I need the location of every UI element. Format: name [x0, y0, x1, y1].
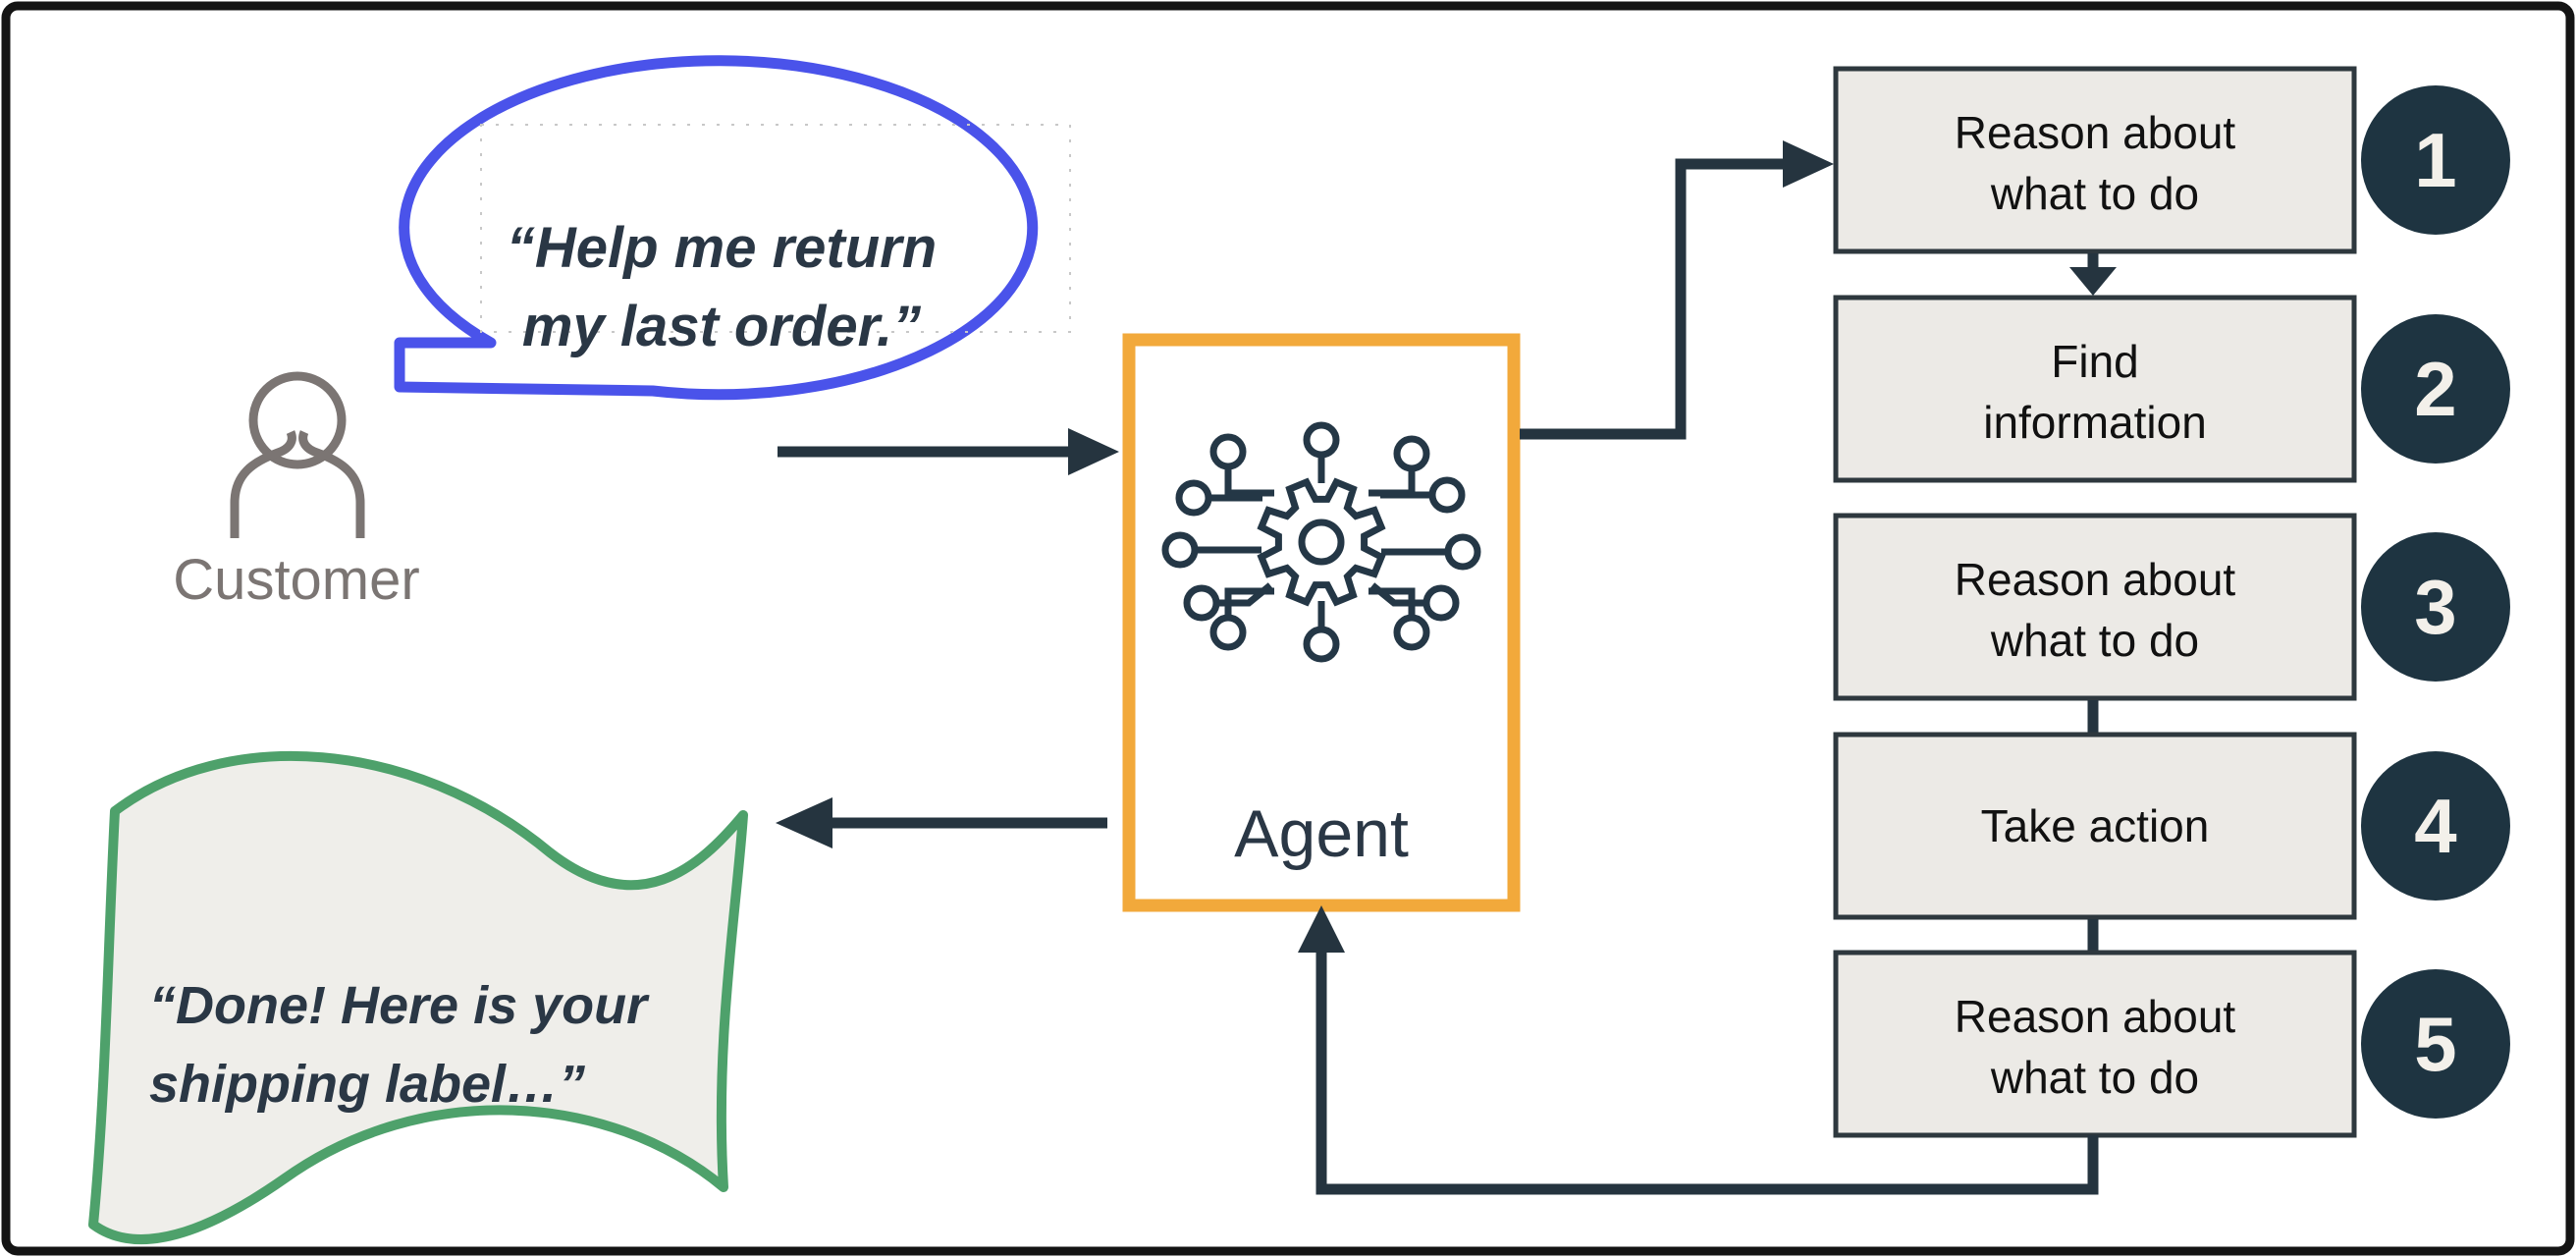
result-flag: “Done! Here is your shipping label…”	[88, 750, 748, 1244]
step-3: Reason about what to do 3	[1833, 513, 2510, 701]
customer-body-icon	[230, 430, 296, 538]
speech-bubble-line1: “Help me return	[507, 216, 937, 280]
step-5-line1: Reason about	[1955, 991, 2236, 1042]
step-1: Reason about what to do 1	[1833, 66, 2510, 254]
arrow-agent-to-customer	[776, 797, 1107, 848]
agent-ai-icon	[1161, 421, 1481, 663]
result-flag-line2: shipping label…”	[149, 1055, 585, 1114]
text-selection-box	[480, 124, 1071, 333]
step-5-number: 5	[2414, 1001, 2456, 1087]
speech-bubble-shape	[394, 55, 1039, 401]
arrow-step1-to-step2	[2069, 253, 2117, 296]
customer-head-icon	[248, 371, 347, 469]
step-4-badge	[2361, 751, 2510, 901]
step-1-number: 1	[2414, 117, 2456, 203]
step-2-badge	[2361, 314, 2510, 464]
arrow-step5-to-agent	[1298, 905, 2099, 1195]
step-2-line2: information	[1983, 397, 2207, 448]
step-1-line2: what to do	[1990, 168, 2199, 219]
step-5-line2: what to do	[1990, 1052, 2199, 1103]
result-flag-line1: “Done! Here is your	[149, 976, 650, 1035]
result-flag-shape	[88, 750, 748, 1244]
step-2-line1: Find	[2051, 336, 2138, 387]
customer: Customer	[173, 371, 420, 612]
step-3-number: 3	[2414, 564, 2456, 650]
step-2-number: 2	[2414, 346, 2456, 432]
step-4: Take action 4	[1833, 732, 2510, 920]
step-3-line2: what to do	[1990, 615, 2199, 666]
speech-bubble-line2: my last order.”	[522, 295, 921, 358]
steps-column: Reason about what to do 1 Find informati…	[1833, 66, 2510, 1138]
step-5-badge	[2361, 969, 2510, 1119]
arrow-agent-to-step1	[1520, 140, 1834, 440]
step-2: Find information 2	[1833, 295, 2510, 483]
gear-icon	[1257, 477, 1386, 607]
step-1-line1: Reason about	[1955, 107, 2236, 158]
speech-bubble: “Help me return my last order.”	[394, 55, 1071, 401]
step-4-number: 4	[2414, 783, 2456, 869]
step-1-badge	[2361, 85, 2510, 235]
arrow-customer-to-agent	[778, 428, 1119, 475]
step-3-badge	[2361, 532, 2510, 682]
customer-label: Customer	[173, 548, 419, 612]
step-5: Reason about what to do 5	[1833, 950, 2510, 1138]
step-4-line1: Take action	[1981, 800, 2210, 851]
agent: Agent	[1122, 333, 1521, 912]
step-3-line1: Reason about	[1955, 554, 2236, 605]
customer-body-icon	[298, 430, 365, 538]
agent-label: Agent	[1234, 796, 1409, 871]
